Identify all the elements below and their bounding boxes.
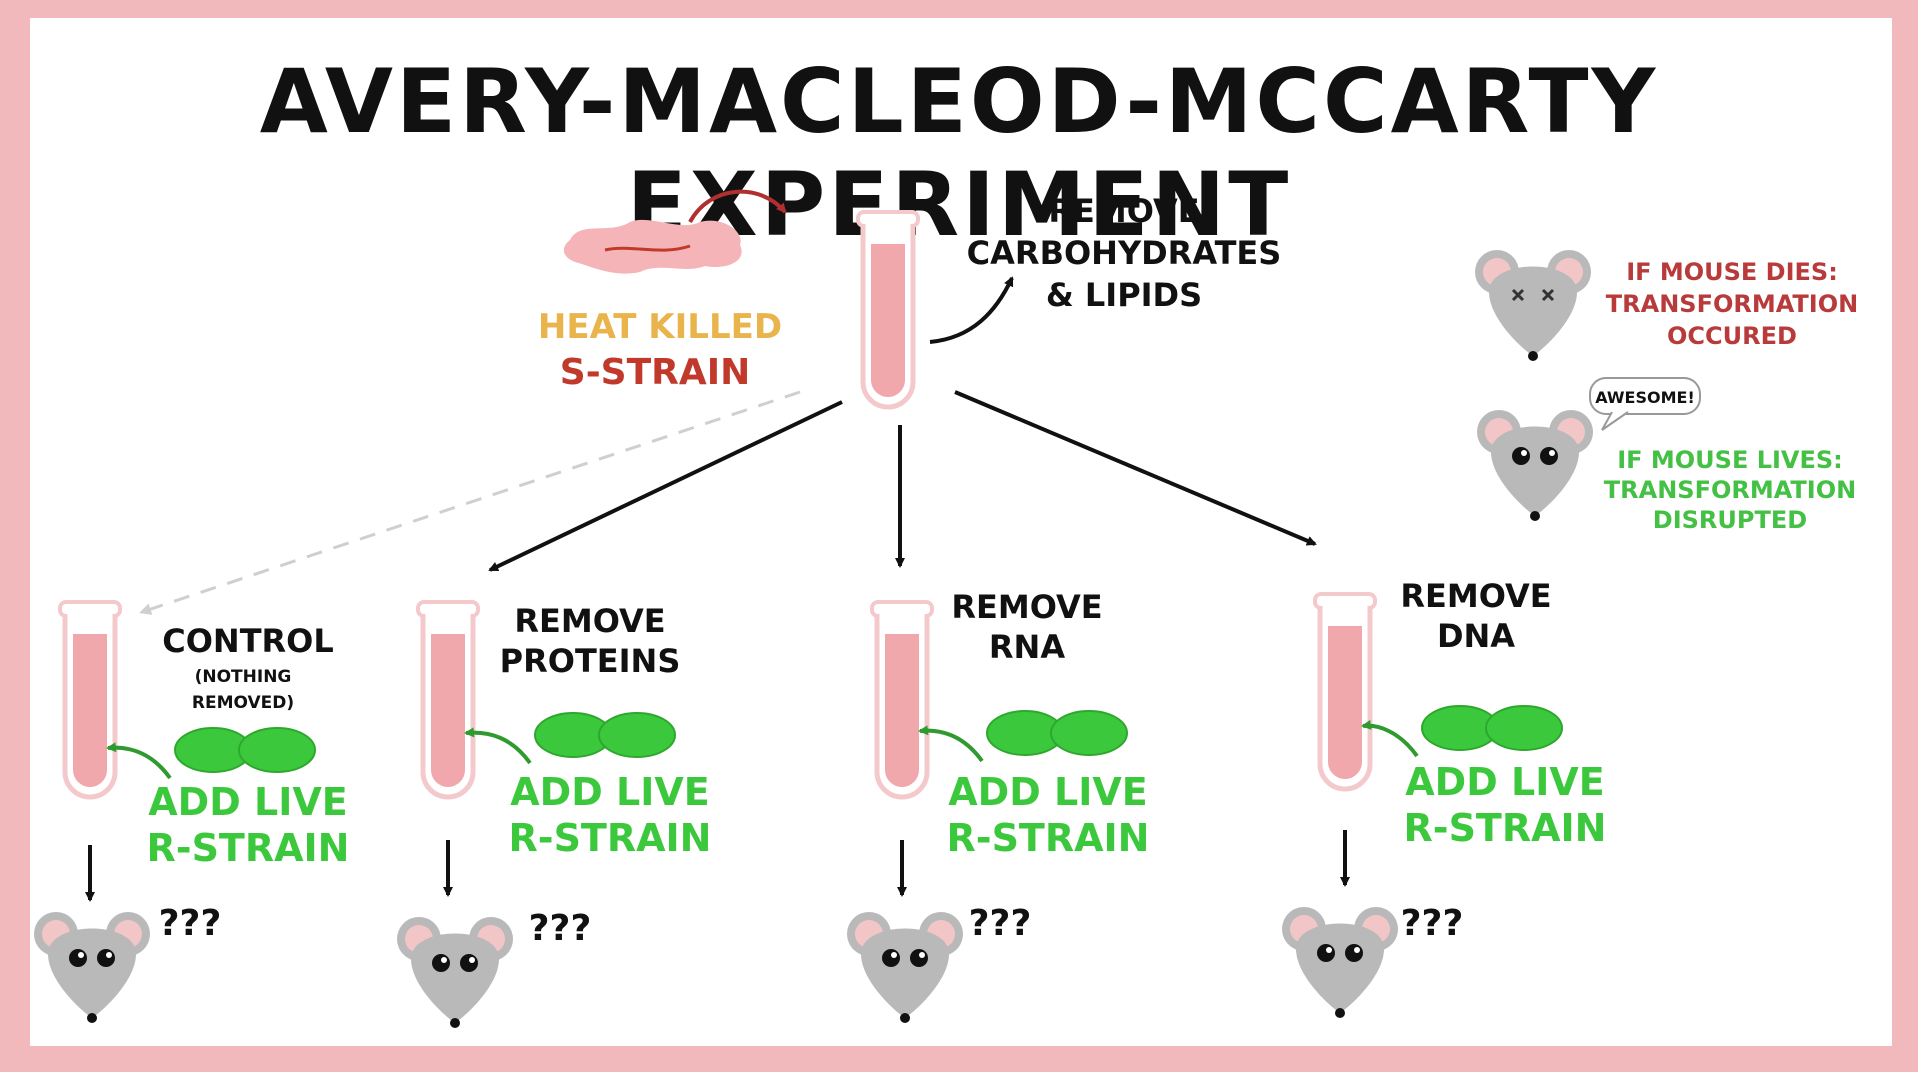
r-strain-label: R-STRAIN [947, 816, 1150, 860]
mouse-icon [1282, 907, 1398, 1018]
removal-label-line2: CARBOHYDRATES [967, 234, 1282, 272]
r-strain-label: R-STRAIN [509, 816, 712, 860]
live-bacteria-icon [986, 710, 1128, 756]
curved-arrow-icon [1361, 719, 1419, 758]
curved-arrow-icon [464, 727, 532, 765]
curved-arrow-icon [918, 725, 984, 763]
r-strain-label: R-STRAIN [1404, 806, 1607, 850]
legend-dies-line2: TRANSFORMATION [1606, 290, 1858, 318]
dead-mouse-icon [1473, 248, 1593, 363]
question-marks-icon: ??? [1401, 903, 1464, 944]
question-marks-icon: ??? [529, 908, 592, 949]
question-marks-icon: ??? [159, 903, 222, 944]
add-live-label: ADD LIVE [510, 770, 709, 814]
source-test-tube-icon [858, 212, 918, 407]
branch-1: CONTROL (NOTHING REMOVED) ADD LIVER-STRAIN?… [34, 602, 349, 1023]
test-tube-icon [60, 602, 120, 797]
arrow-to-proteins [488, 400, 843, 572]
legend-dies-line1: IF MOUSE DIES: [1626, 258, 1838, 286]
living-mouse-icon [1477, 410, 1593, 521]
add-live-label: ADD LIVE [1405, 760, 1604, 804]
removal-label-line1: REMOVE [1048, 192, 1199, 230]
live-bacteria-icon [174, 727, 316, 773]
branch-label-line2: PROTEINS [500, 642, 681, 680]
legend-dies-line3: OCCURED [1667, 322, 1797, 350]
curved-arrow-icon [688, 189, 787, 223]
removal-label-line3: & LIPIDS [1046, 276, 1202, 314]
legend-lives-line2: TRANSFORMATION [1604, 476, 1856, 504]
question-marks-icon: ??? [969, 903, 1032, 944]
add-live-label: ADD LIVE [948, 770, 1147, 814]
branch-label-line1: REMOVE [514, 602, 665, 640]
s-strain-label: S-STRAIN [560, 352, 750, 393]
arrow-to-dna [954, 390, 1317, 546]
dead-bacteria-icon [563, 219, 742, 274]
legend-lives-line1: IF MOUSE LIVES: [1617, 446, 1843, 474]
curved-arrow-icon [106, 742, 172, 780]
branch-label-line1: REMOVE [951, 588, 1102, 626]
branch-label-line2: RNA [989, 628, 1065, 666]
branch-label-line1: REMOVE [1400, 577, 1551, 615]
legend-lives-line3: DISRUPTED [1653, 506, 1807, 534]
page-title: AVERY-MACLEOD-MCCARTY EXPERIMENT [259, 50, 1659, 256]
mouse-icon [847, 912, 963, 1023]
branch-note-line2: REMOVED) [192, 693, 294, 713]
live-bacteria-icon [534, 712, 676, 758]
heat-killed-label: HEAT KILLED [538, 307, 782, 347]
r-strain-label: R-STRAIN [147, 826, 350, 870]
mouse-icon [397, 917, 513, 1028]
curved-arrow-icon [929, 276, 1014, 344]
test-tube-icon [1315, 594, 1375, 789]
add-live-label: ADD LIVE [148, 780, 347, 824]
speech-bubble-icon: AWESOME! [1589, 377, 1701, 431]
dashed-arrow-to-control [139, 390, 801, 615]
branch-note-line1: (NOTHING [195, 667, 292, 687]
test-tube-icon [872, 602, 932, 797]
diagram-frame [30, 18, 1892, 1046]
branch-label-line2: DNA [1437, 617, 1515, 655]
test-tube-icon [418, 602, 478, 797]
live-bacteria-icon [1421, 705, 1563, 751]
mouse-icon [34, 912, 150, 1023]
speech-text: AWESOME! [1595, 388, 1695, 407]
branch-label-line1: CONTROL [162, 622, 334, 660]
